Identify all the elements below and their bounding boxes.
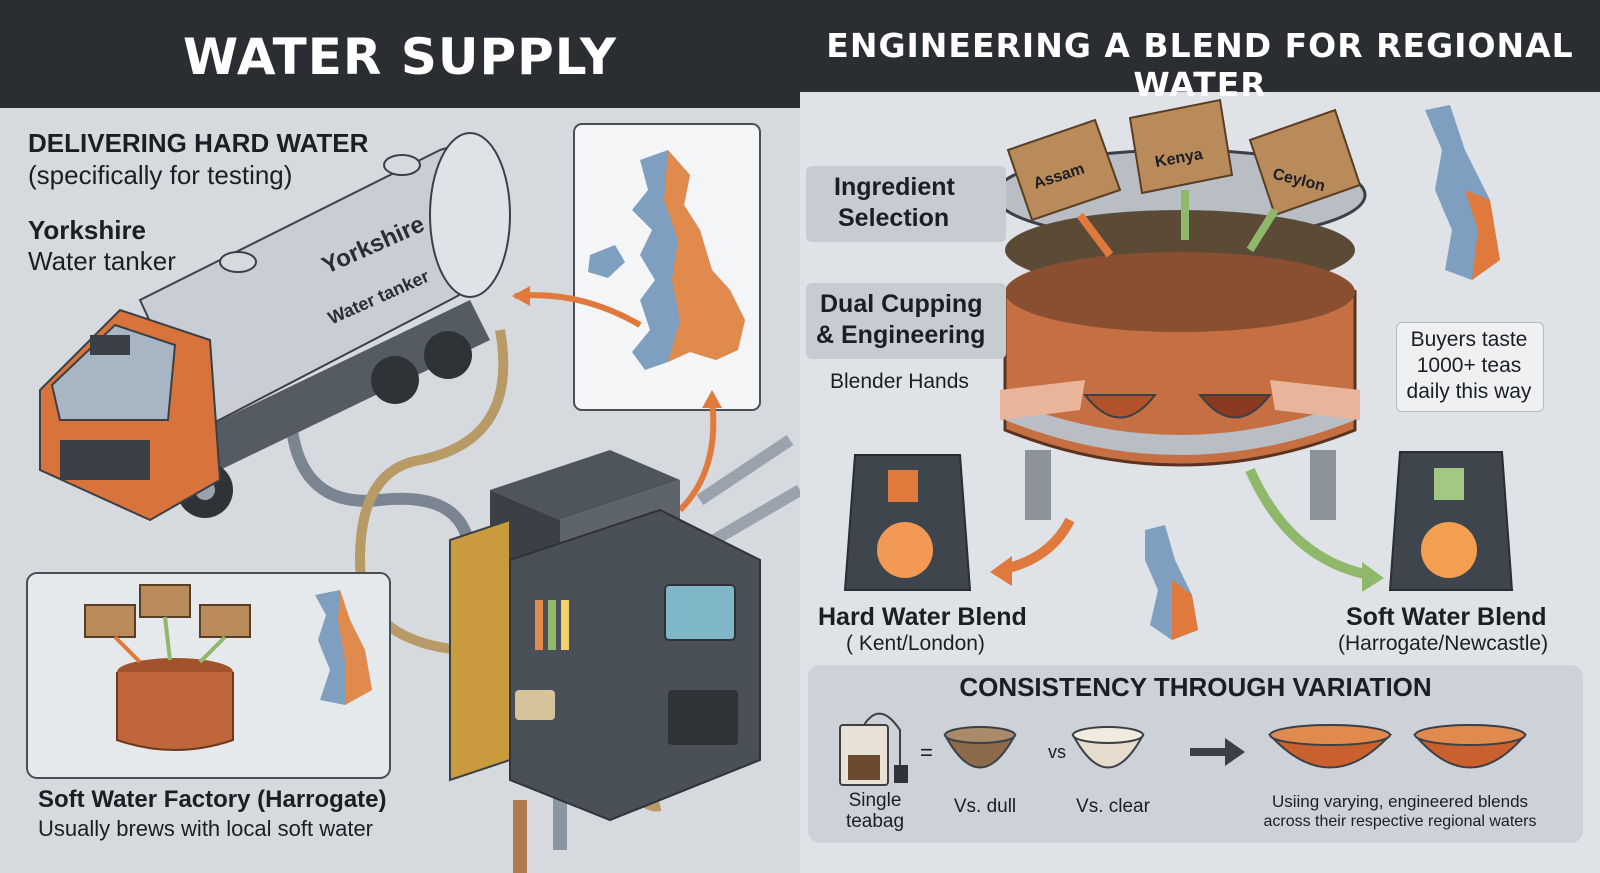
delivering-heading: DELIVERING HARD WATER — [28, 128, 369, 158]
ingredient-selection-tag — [806, 166, 1006, 242]
uk-map-top-right-icon — [1425, 105, 1500, 280]
consistency-title: CONSISTENCY THROUGH VARIATION — [959, 672, 1432, 702]
water-supply-panel: WATER SUPPLY — [0, 0, 800, 873]
dull-label: Vs. dull — [953, 796, 1017, 817]
equals-sign: = — [920, 740, 933, 765]
ingredient-line-1: Ingredient — [834, 173, 955, 201]
hard-blend-region: ( Kent/London) — [846, 632, 985, 655]
pipe — [284, 399, 476, 600]
dull-tea-cup — [943, 726, 1017, 769]
soft-water-blend-bag — [1388, 451, 1514, 591]
brewing-machine — [449, 450, 761, 822]
uk-map-center-icon — [1145, 525, 1198, 640]
hard-water-blend-bag — [843, 454, 972, 591]
engineered-tea-cup-1 — [1267, 724, 1393, 769]
blender-hands-label: Blender Hands — [830, 370, 969, 393]
blend-engineering-title: ENGINEERING A BLEND FOR REGIONAL WATER — [826, 26, 1574, 104]
soft-blend-label: Soft Water Blend — [1346, 603, 1547, 631]
left-hand-icon — [1000, 380, 1085, 420]
ingredient-line-2: Selection — [838, 204, 950, 232]
uk-map-icon — [588, 150, 745, 370]
right-hand-icon — [1270, 380, 1360, 420]
single-line-1: Single — [848, 790, 902, 811]
blend-engineering-panel: ENGINEERING A BLEND FOR REGIONAL WATER — [800, 0, 1600, 873]
buyers-line-1: Buyers taste — [1410, 328, 1528, 351]
uk-map-small-icon — [315, 590, 372, 705]
delivering-subtitle: (specifically for testing) — [28, 160, 293, 190]
cupping-line-1: Dual Cupping — [820, 290, 983, 318]
vs-label: vs — [1048, 742, 1066, 762]
single-line-2: teabag — [845, 811, 905, 832]
water-tanker-truck — [39, 132, 511, 522]
blend-illustration — [808, 98, 1583, 843]
cupping-cups — [1082, 394, 1273, 419]
factory-subcaption: Usually brews with local soft water — [38, 816, 374, 841]
buyers-line-3: daily this way — [1406, 380, 1532, 403]
arrow-to-map — [677, 399, 717, 513]
teabag-icon — [839, 712, 908, 786]
water-supply-illustration — [26, 123, 800, 873]
buyers-bubble — [1396, 322, 1544, 412]
copper-vat-icon — [84, 584, 251, 751]
dual-cupping-tag — [806, 283, 1006, 359]
soft-blend-region: (Harrogate/Newcastle) — [1338, 632, 1549, 655]
hard-blend-label: Hard Water Blend — [818, 603, 1027, 631]
engineered-tea-cup-2 — [1412, 724, 1528, 769]
clear-label: Vs. clear — [1076, 796, 1150, 817]
tea-crates — [1006, 98, 1362, 222]
using-line-1: Usiing varying, engineered blends — [1271, 792, 1529, 811]
water-supply-title: WATER SUPPLY — [182, 28, 618, 86]
left-header-bar — [0, 0, 800, 108]
tanker-label-bold: Yorkshire — [28, 215, 147, 245]
using-line-2: across their respective regional waters — [1263, 813, 1537, 830]
cupping-line-2: & Engineering — [816, 321, 986, 349]
buyers-line-2: 1000+ teas — [1416, 354, 1522, 377]
clear-tea-cup — [1071, 726, 1145, 769]
tanker-label: Water tanker — [28, 246, 176, 276]
arrow-soft-blend — [1245, 467, 1371, 580]
factory-caption: Soft Water Factory (Harrogate) — [38, 786, 387, 813]
right-header-bar — [800, 0, 1600, 92]
